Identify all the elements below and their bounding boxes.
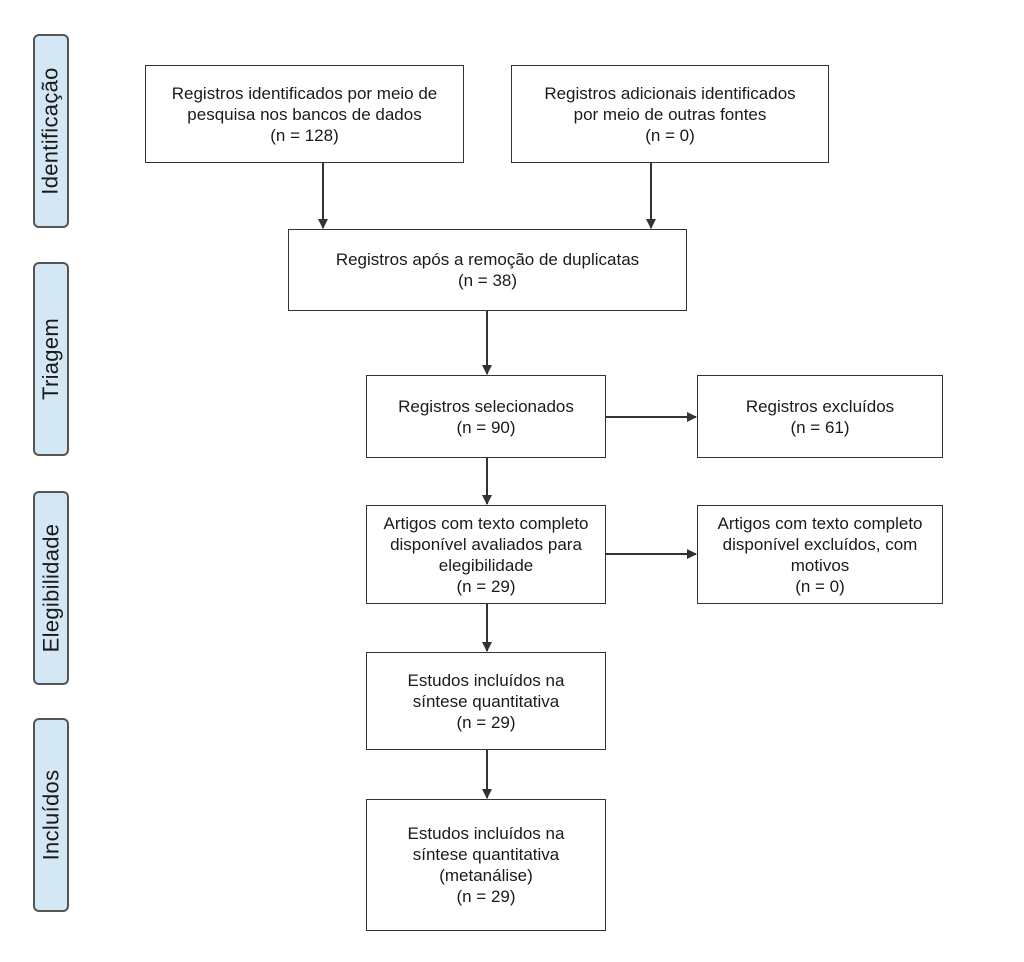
- phase-triagem: Triagem: [33, 262, 69, 456]
- phase-identificacao: Identificação: [33, 34, 69, 228]
- phase-incluidos: Incluídos: [33, 718, 69, 912]
- box-line: Registros adicionais identificados: [544, 83, 796, 103]
- box-database-records: Registros identificados por meio de pesq…: [145, 65, 464, 163]
- box-other-sources: Registros adicionais identificados por m…: [511, 65, 829, 163]
- box-count: (n = 128): [270, 125, 339, 145]
- box-line: Registros após a remoção de duplicatas: [335, 250, 640, 269]
- box-quantitative-synthesis: Estudos incluídos na síntese quantitativ…: [366, 799, 606, 931]
- box-line: Registros identificados por meio de: [171, 83, 438, 103]
- box-count: (n = 0): [645, 125, 695, 145]
- box-line: elegibilidade: [438, 555, 534, 575]
- box-line: Estudos incluídos na: [407, 670, 565, 690]
- box-line: disponível excluídos, com: [722, 534, 918, 554]
- box-line: disponível avaliados para: [390, 534, 582, 554]
- box-line: síntese quantitativa: [412, 845, 560, 864]
- box-line: por meio de outras fontes: [573, 104, 767, 124]
- box-line: Registros excluídos: [745, 396, 895, 416]
- box-count: (n = 38): [457, 271, 518, 290]
- box-line: (metanálise): [439, 866, 533, 885]
- phase-elegibilidade: Elegibilidade: [33, 491, 69, 685]
- box-line: motivos: [790, 555, 850, 575]
- box-fulltext-assessed: Artigos com texto completo disponível av…: [366, 505, 606, 604]
- box-count: (n = 90): [456, 417, 516, 437]
- box-fulltext-excluded: Artigos com texto completo disponível ex…: [697, 505, 943, 604]
- box-count: (n = 29): [456, 887, 516, 906]
- box-line: pesquisa nos bancos de dados: [187, 104, 422, 124]
- box-line: Artigos com texto completo: [383, 513, 589, 533]
- box-count: (n = 29): [456, 576, 516, 596]
- box-screened: Registros selecionados (n = 90): [366, 375, 606, 458]
- box-line: síntese quantitativa: [412, 691, 560, 711]
- box-line: Artigos com texto completo: [717, 513, 923, 533]
- box-line: Estudos incluídos na: [407, 824, 565, 843]
- box-after-duplicates: Registros após a remoção de duplicatas (…: [288, 229, 687, 311]
- box-count: (n = 61): [790, 417, 850, 437]
- box-line: Registros selecionados: [398, 396, 574, 416]
- box-qualitative-synthesis: Estudos incluídos na síntese quantitativ…: [366, 652, 606, 750]
- box-count: (n = 29): [456, 712, 516, 732]
- box-excluded: Registros excluídos (n = 61): [697, 375, 943, 458]
- box-count: (n = 0): [795, 576, 845, 596]
